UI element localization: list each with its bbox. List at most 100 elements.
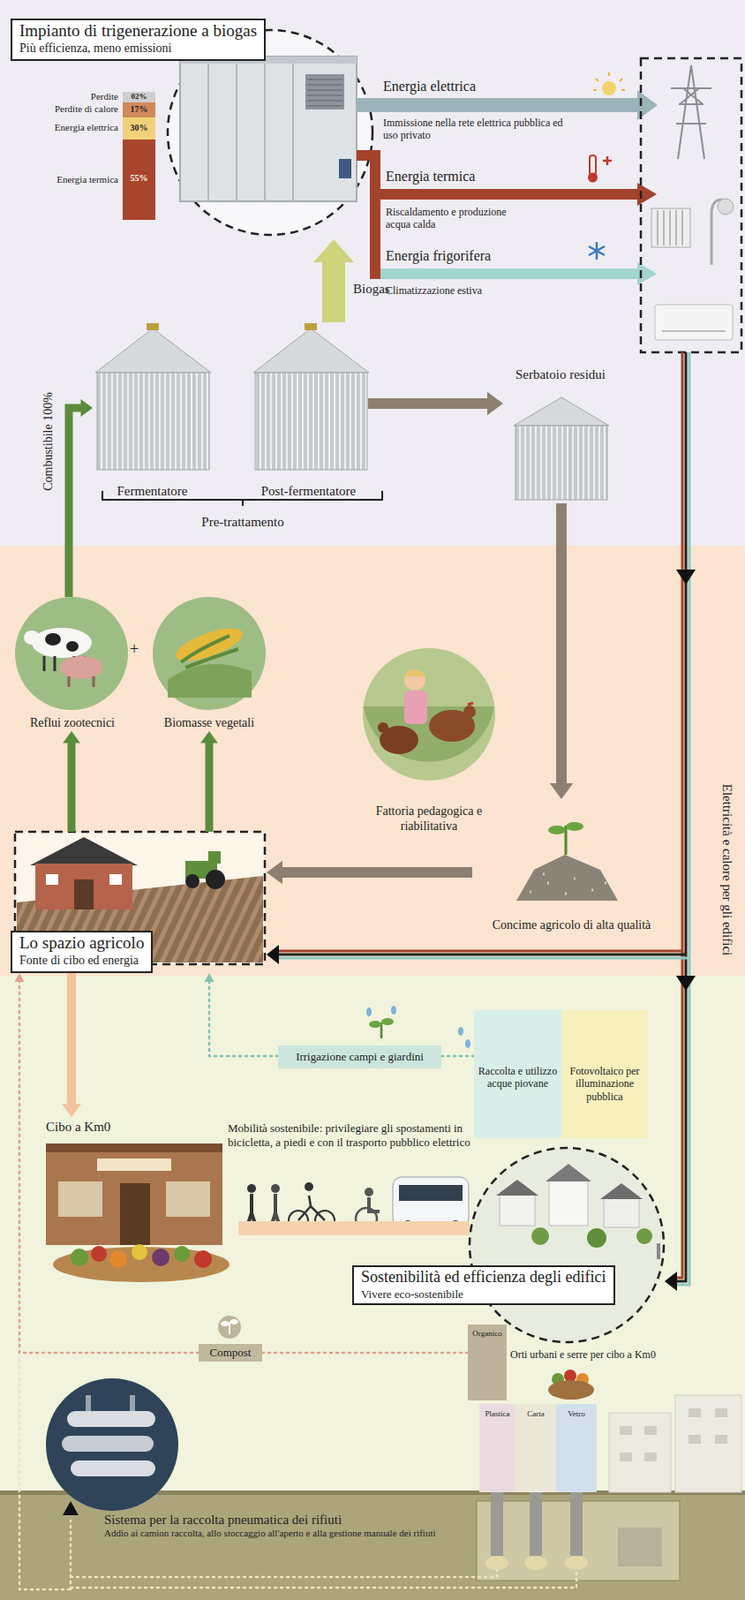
buildings-node: Sostenibilità ed efficienza degli edific…: [469, 1147, 664, 1342]
compost-icon-part: [218, 1315, 241, 1339]
waste-columns-part: [570, 1491, 583, 1556]
power-arrowheads-part: [676, 975, 696, 991]
crops-circle-part: [180, 635, 239, 668]
users-box-part: [651, 208, 691, 248]
livestock-circle: [15, 596, 128, 710]
background-bands-part: [0, 975, 745, 1492]
text-label: Plastica: [479, 1408, 516, 1419]
shop-picture-part: [45, 1147, 223, 1245]
farm-circle-part: [362, 647, 496, 781]
energy-icons-part: [602, 156, 612, 166]
text-label: Elettricità e calore per gli edifici: [719, 783, 736, 956]
connector-line: [68, 407, 83, 597]
power-lines-part: [676, 352, 683, 1278]
trigeneration-plant-part: [208, 63, 294, 202]
energy-icons-part: [588, 241, 605, 260]
connector-line: [368, 398, 489, 409]
text-label: Energia elettrica: [383, 77, 476, 95]
power-lines-part: [278, 956, 690, 960]
arrow-head: [200, 730, 219, 744]
farm-circle: [362, 647, 496, 781]
fertilizer-node: Concime agricolo di alta qualità: [472, 798, 671, 934]
rain-icons-part: [391, 1005, 397, 1015]
buildings-circle-part: [600, 1182, 643, 1199]
arrow-head: [549, 782, 573, 799]
buildings-circle: [469, 1147, 664, 1342]
arrow-head: [15, 972, 25, 982]
silos-part: [255, 372, 368, 470]
pneumatic-system-picture-part: [88, 1394, 133, 1411]
connector-arrow: [549, 503, 573, 799]
text-label: Energia frigorifera: [385, 247, 491, 264]
node-label: Sistema per la raccolta pneumatica dei r…: [104, 1511, 342, 1528]
title-box: Impianto di trigenerazione a biogasPiù e…: [10, 18, 266, 61]
users-box-part: [670, 65, 712, 159]
farmland-picture-part: [45, 873, 59, 885]
text-label: +: [129, 639, 139, 660]
trigeneration-plant: [167, 30, 373, 235]
tank-node: Serbatoio residui: [503, 366, 618, 504]
fertilizer-pile-part: [565, 821, 584, 831]
farm-circle-part: [363, 706, 495, 762]
buildings-circle-part: [656, 1242, 661, 1259]
connector-line: [441, 1054, 475, 1058]
livestock-circle-part: [66, 640, 79, 652]
energy-bar-chart-part: [122, 117, 156, 140]
energy-bar-chart-part: [122, 91, 156, 103]
node-label: Fotovoltaico per illuminazione pubblica: [564, 1064, 645, 1103]
buildings-circle-part: [531, 1226, 550, 1245]
shop-picture-part: [194, 1249, 212, 1268]
fertilizer-pile-part: [516, 854, 618, 901]
energy-icons-part: [589, 155, 596, 175]
users-box-part: [717, 198, 734, 215]
rain-icons-part: [368, 1020, 382, 1028]
shop-picture-part: [131, 1243, 148, 1260]
text-label: Riscaldamento e produzione acqua calda: [385, 205, 527, 232]
trigeneration-plant-part: [305, 74, 345, 110]
shop-picture-part: [58, 1181, 103, 1217]
text-label: Perdite di calore: [17, 103, 119, 115]
background-bands-part: [0, 0, 745, 546]
shop-picture-part: [151, 1248, 170, 1266]
shop-picture-part: [45, 1143, 223, 1152]
crops-circle-part: [152, 596, 266, 710]
connector-line: [238, 1220, 470, 1235]
title-box: Sostenibilità ed efficienza degli edific…: [352, 1264, 616, 1305]
text-label: 02%: [122, 91, 156, 102]
node-label: Serbatoio residui: [515, 366, 606, 383]
silos-part: [253, 328, 369, 373]
circle-node: Reflui zootecnici: [10, 596, 135, 731]
connector-line: [262, 1351, 468, 1355]
silo-node: Fermentatore: [92, 322, 212, 499]
pneumatic-system-picture-part: [70, 1459, 156, 1476]
mobility-figures-part: [247, 1183, 256, 1193]
node-label: Cibo a Km0: [45, 1118, 111, 1135]
connector-arrow: [262, 1352, 468, 1354]
energy-icons-part: [593, 72, 625, 91]
waste-system-node: Sistema per la raccolta pneumatica dei r…: [104, 1511, 471, 1551]
farm-circle-part: [467, 702, 474, 705]
text-label: Climatizzazione estiva: [385, 284, 482, 297]
waste-dotted-lines-part: [19, 1359, 71, 1589]
silos-part: [513, 397, 610, 426]
connector-arrow: [68, 398, 93, 597]
buildings-circle-part: [469, 1147, 664, 1342]
connector-arrow: [313, 239, 354, 323]
shop-picture-part: [90, 1245, 107, 1262]
power-lines-part: [676, 352, 686, 1281]
irrigation-box: Irrigazione campi e giardini: [278, 1045, 442, 1069]
pneumatic-system-picture-part: [62, 1500, 79, 1515]
circle-node: Biomasse vegetali: [147, 596, 271, 731]
farmland-picture-part: [35, 863, 133, 910]
farm-circle-part: [404, 669, 426, 677]
node-label: Irrigazione campi e giardini: [295, 1049, 424, 1064]
mobility-figures-part: [304, 1181, 314, 1191]
node-sublabel: Fonte di cibo ed energia: [19, 953, 144, 969]
trigeneration-plant-part: [180, 56, 357, 202]
node-label: Reflui zootecnici: [30, 715, 115, 731]
waste-columns-part: [515, 1403, 557, 1492]
energy-bar-chart-part: [122, 102, 156, 118]
shop-picture-part: [109, 1249, 128, 1268]
